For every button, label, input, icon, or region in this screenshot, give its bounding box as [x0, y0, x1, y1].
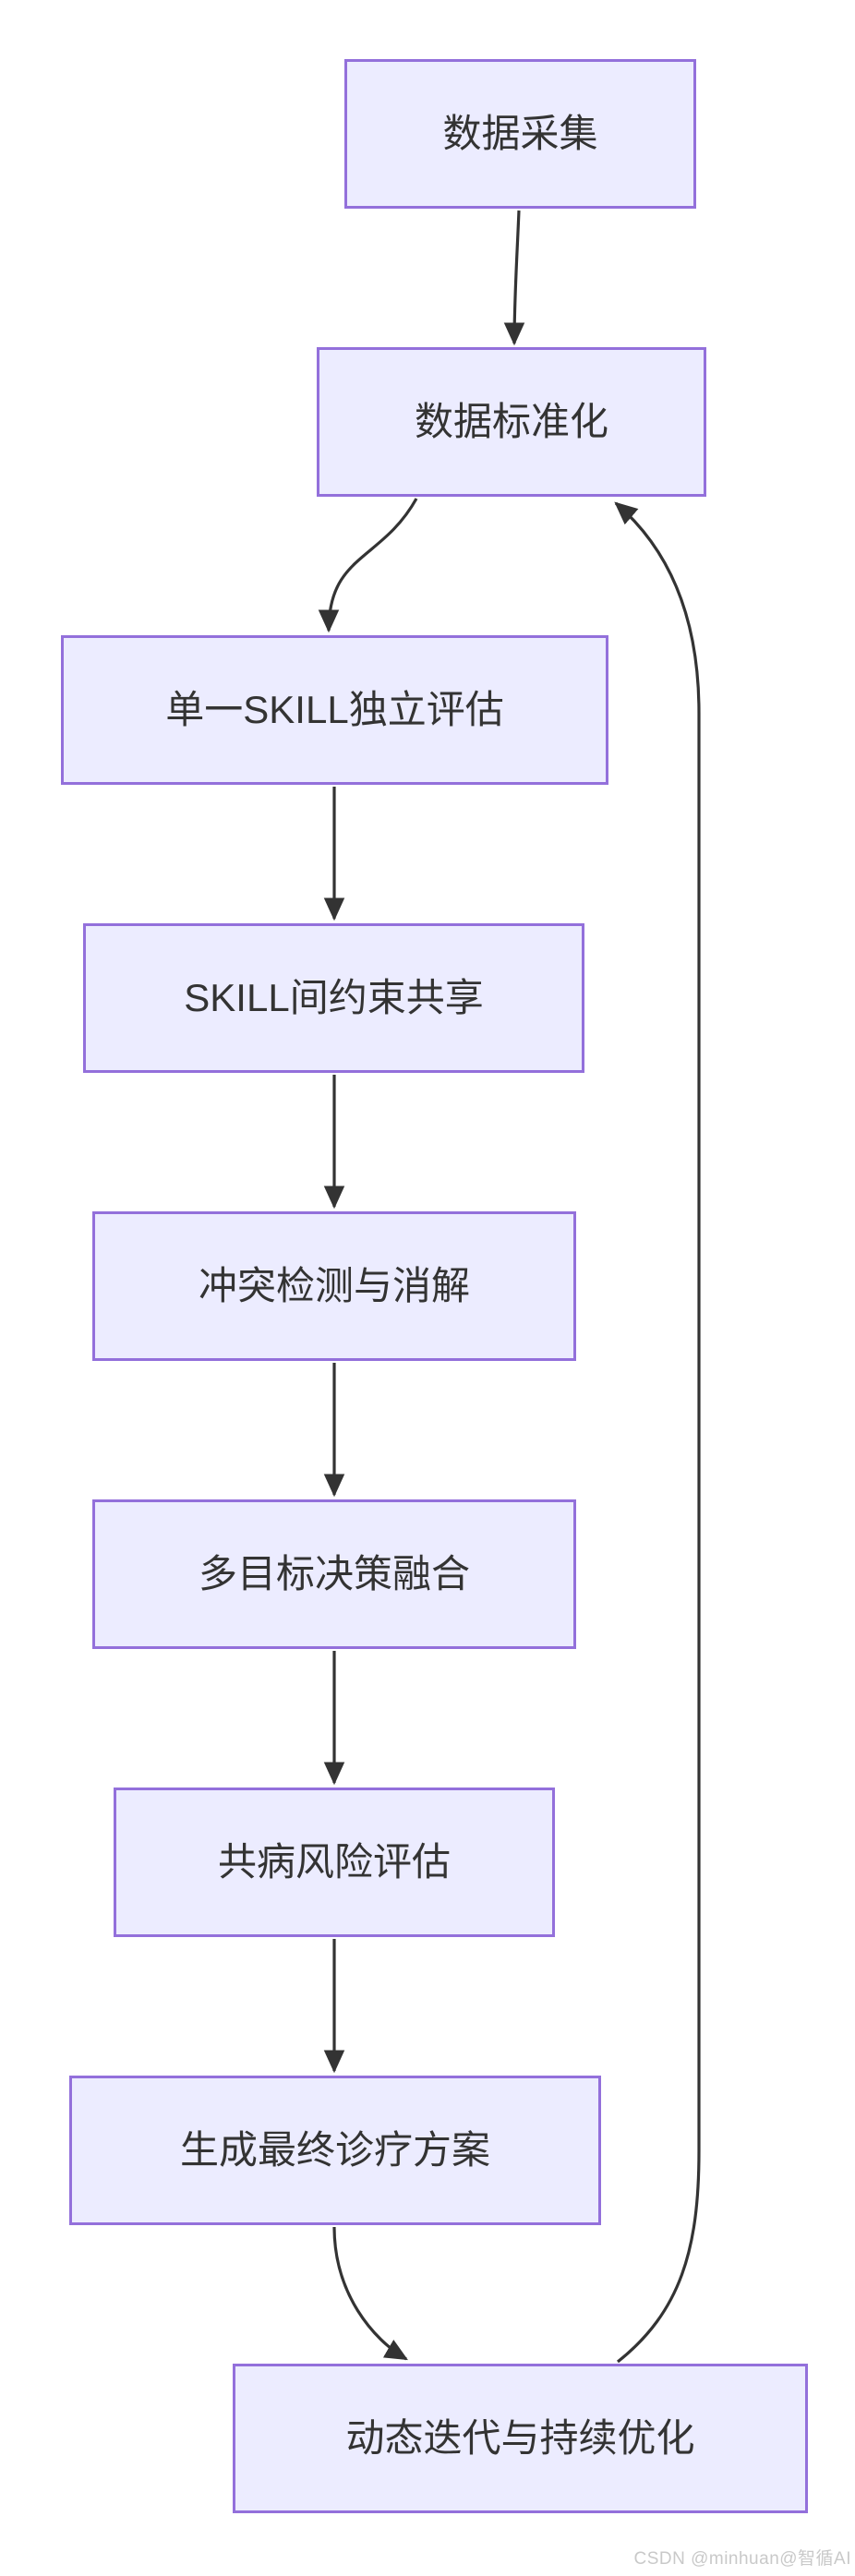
edge-feedback-dynamic-iteration-to-standardization	[614, 501, 701, 2364]
edge-final-plan-to-dynamic-iteration	[332, 2226, 408, 2361]
node-comorbidity-risk-assessment: 共病风险评估	[114, 1788, 555, 1937]
node-conflict-detection-and-resolution: 冲突检测与消解	[92, 1211, 576, 1361]
node-label: SKILL间约束共享	[184, 975, 484, 1019]
node-dynamic-iteration-continuous-optimization: 动态迭代与持续优化	[233, 2364, 808, 2513]
node-generate-final-treatment-plan: 生成最终诊疗方案	[69, 2076, 601, 2225]
node-data-collection: 数据采集	[344, 59, 696, 209]
node-data-standardization: 数据标准化	[317, 347, 706, 497]
edge-standardization-to-single-skill	[318, 498, 418, 633]
node-multi-objective-decision-fusion: 多目标决策融合	[92, 1499, 576, 1649]
node-label: 多目标决策融合	[198, 1551, 470, 1595]
node-label: 单一SKILL独立评估	[165, 687, 504, 731]
node-label: 数据标准化	[414, 399, 608, 443]
node-label: 生成最终诊疗方案	[179, 2127, 490, 2172]
node-single-skill-independent-evaluation: 单一SKILL独立评估	[61, 635, 608, 785]
node-label: 动态迭代与持续优化	[345, 2415, 695, 2460]
node-label: 冲突检测与消解	[198, 1263, 470, 1307]
watermark: CSDN @minhuan@智循AI	[633, 2549, 851, 2569]
node-label: 共病风险评估	[217, 1839, 451, 1884]
edge-data-collection-to-standardization	[503, 210, 525, 346]
node-inter-skill-constraint-sharing: SKILL间约束共享	[83, 923, 584, 1073]
node-label: 数据采集	[442, 111, 598, 155]
